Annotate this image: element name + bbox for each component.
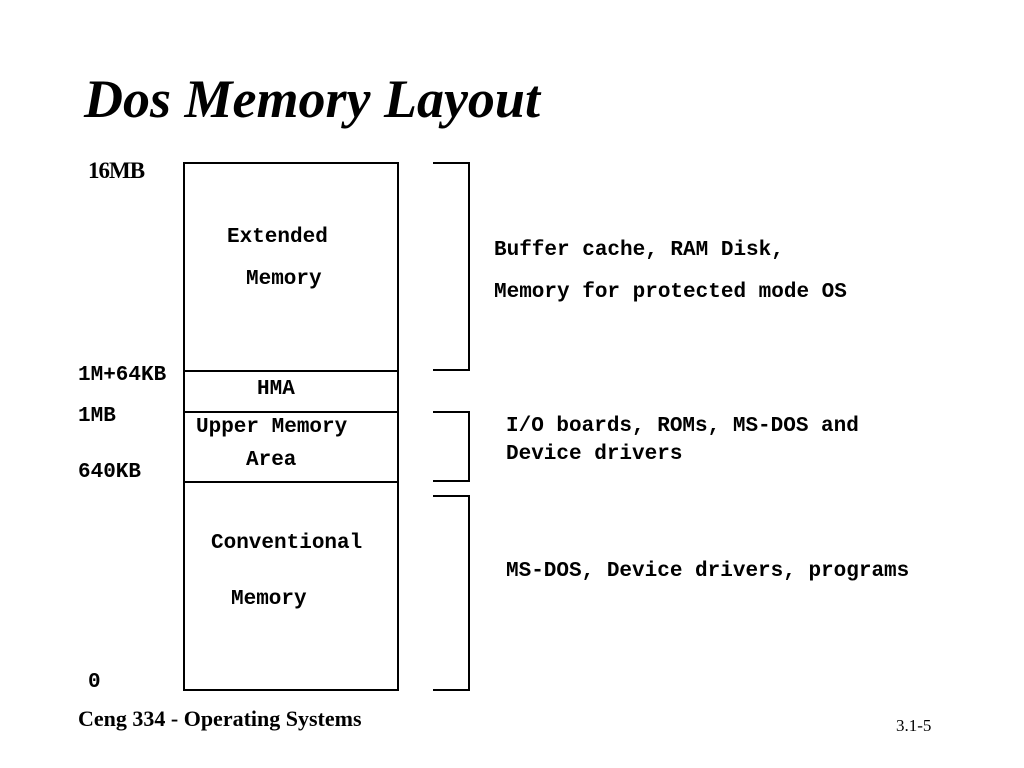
slide-title: Dos Memory Layout xyxy=(84,69,540,129)
address-label-zero: 0 xyxy=(88,671,101,694)
address-label-640kb: 640KB xyxy=(78,461,142,484)
memory-column-outline xyxy=(183,162,399,691)
conventional-memory-label-line2: Memory xyxy=(231,588,307,611)
bracket-extended xyxy=(433,162,470,371)
upper-description-line2: Device drivers xyxy=(506,443,683,466)
address-label-1mb: 1MB xyxy=(78,405,116,428)
bracket-conventional xyxy=(433,495,470,691)
conventional-description: MS-DOS, Device drivers, programs xyxy=(506,560,910,583)
extended-memory-label-line2: Memory xyxy=(246,268,322,291)
hma-label: HMA xyxy=(257,378,295,401)
extended-description-line2: Memory for protected mode OS xyxy=(494,281,847,304)
extended-description-line1: Buffer cache, RAM Disk, xyxy=(494,239,784,262)
slide-number: 3.1-5 xyxy=(896,716,932,735)
bracket-upper xyxy=(433,411,470,482)
upper-description-line1: I/O boards, ROMs, MS-DOS and xyxy=(506,415,859,438)
upper-memory-label-line1: Upper Memory xyxy=(196,416,348,439)
upper-memory-label-line2: Area xyxy=(246,449,297,472)
address-label-1m64kb: 1M+64KB xyxy=(78,364,167,387)
course-footer: Ceng 334 - Operating Systems xyxy=(78,706,362,731)
conventional-memory-label-line1: Conventional xyxy=(211,532,363,555)
address-label-16mb: 16MB xyxy=(88,158,145,183)
extended-memory-label-line1: Extended xyxy=(227,226,328,249)
